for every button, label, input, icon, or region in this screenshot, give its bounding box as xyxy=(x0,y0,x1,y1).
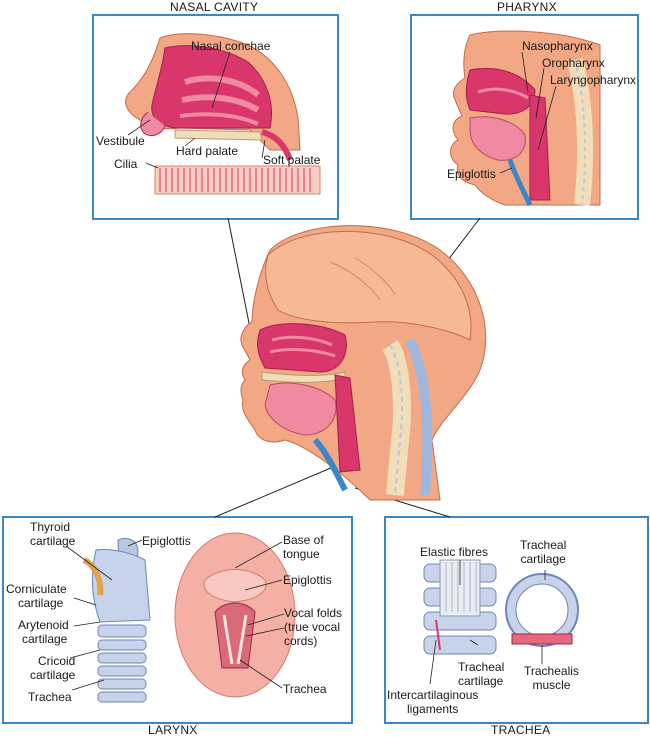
label-tc-left-line1: Tracheal xyxy=(458,660,505,674)
nasal-cavity-title: NASAL CAVITY xyxy=(170,0,259,14)
label-cricoid-line2: cartilage xyxy=(30,668,76,682)
label-base-tongue-line2: tongue xyxy=(283,547,320,561)
label-intercart-line2: ligaments xyxy=(407,702,459,716)
label-pharynx-epiglottis: Epiglottis xyxy=(447,167,496,181)
label-vocal-line3: cords) xyxy=(284,634,318,648)
label-tc-right-line1: Tracheal xyxy=(520,538,567,552)
label-larynx-epiglottis-right: Epiglottis xyxy=(283,573,332,587)
label-elastic-fibres: Elastic fibres xyxy=(420,545,489,559)
label-oropharynx: Oropharynx xyxy=(542,56,605,70)
label-thyroid-line2: cartilage xyxy=(30,534,76,548)
label-cricoid-line1: Cricoid xyxy=(38,654,76,668)
label-nasal-conchae: Nasal conchae xyxy=(191,39,271,53)
label-arytenoid-cartilage: Arytenoid cartilage xyxy=(18,618,69,646)
label-thyroid-cartilage: Thyroid cartilage xyxy=(30,520,75,548)
label-vestibule: Vestibule xyxy=(96,134,145,148)
pharynx-title: PHARYNX xyxy=(497,0,557,14)
label-vocal-folds: Vocal folds (true vocal cords) xyxy=(284,606,342,648)
label-trachealis-line1: Trachealis xyxy=(524,664,579,678)
label-tc-left-line2: cartilage xyxy=(458,674,504,688)
trachea-title: TRACHEA xyxy=(491,723,551,737)
label-corniculate-line1: Corniculate xyxy=(6,582,67,596)
label-cilia: Cilia xyxy=(114,157,138,171)
trachea-illustration xyxy=(423,559,579,685)
label-tracheal-cartilage-left: Tracheal cartilage xyxy=(458,660,504,688)
label-laryngopharynx: Laryngopharynx xyxy=(550,73,637,87)
label-soft-palate: Soft palate xyxy=(263,153,321,167)
label-intercart-line1: Intercartilaginous xyxy=(387,688,479,702)
label-larynx-trachea-right: Trachea xyxy=(283,682,327,696)
label-tracheal-cartilage-right: Tracheal cartilage xyxy=(520,538,566,566)
label-hard-palate: Hard palate xyxy=(176,144,239,158)
label-vocal-line2: (true vocal xyxy=(284,620,341,634)
head-cross-section xyxy=(240,225,487,501)
label-vocal-line1: Vocal folds xyxy=(284,606,343,620)
nasal-cavity-illustration xyxy=(125,33,321,195)
larynx-illustration xyxy=(65,532,296,703)
label-arytenoid-line1: Arytenoid xyxy=(18,618,69,632)
label-thyroid-line1: Thyroid xyxy=(30,520,71,534)
label-arytenoid-line2: cartilage xyxy=(22,632,68,646)
pharynx-illustration xyxy=(450,30,601,207)
label-intercartilaginous-ligaments: Intercartilaginous ligaments xyxy=(387,688,478,716)
label-corniculate-line2: cartilage xyxy=(18,596,64,610)
label-corniculate-cartilage: Corniculate cartilage xyxy=(6,582,67,610)
label-larynx-trachea-left: Trachea xyxy=(28,690,72,704)
label-trachealis-line2: muscle xyxy=(532,678,571,692)
label-tc-right-line2: cartilage xyxy=(520,552,566,566)
label-nasopharynx: Nasopharynx xyxy=(522,39,593,53)
larynx-title: LARYNX xyxy=(148,723,198,737)
label-larynx-epiglottis-left: Epiglottis xyxy=(142,534,191,548)
label-trachealis-muscle: Trachealis muscle xyxy=(524,664,579,692)
label-base-of-tongue: Base of tongue xyxy=(283,533,324,561)
label-base-tongue-line1: Base of xyxy=(283,533,324,547)
label-cricoid-cartilage: Cricoid cartilage xyxy=(30,654,75,682)
